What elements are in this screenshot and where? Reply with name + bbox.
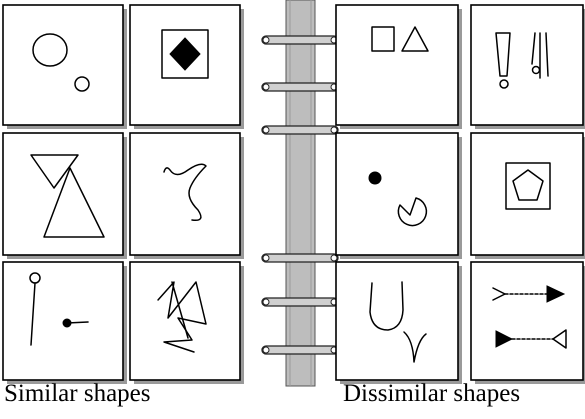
binder-spine — [286, 0, 315, 386]
panel-curvy-stroke — [130, 133, 244, 259]
panel-arrows — [471, 262, 585, 384]
panel-zigzag — [130, 262, 244, 384]
binder-ring — [262, 346, 338, 354]
binder-ring — [262, 36, 338, 44]
panel-two-triangles — [3, 133, 127, 259]
panel-dot-and-wedge-circle — [336, 133, 462, 259]
panel-exclamation-marks — [471, 5, 585, 129]
similar-shapes-group — [3, 5, 244, 384]
panel-line-circle-dot — [3, 262, 127, 384]
panel-diamond-in-square — [130, 5, 244, 129]
dissimilar-shapes-group — [336, 5, 585, 384]
short-line-shape — [67, 322, 88, 323]
caption-similar-shapes: Similar shapes — [4, 381, 151, 406]
binder-ring — [262, 83, 338, 91]
panel-square-triangle — [336, 5, 462, 129]
panel-u-and-v — [336, 262, 462, 384]
binder-ring — [262, 254, 338, 262]
panel-circles — [3, 5, 127, 129]
binder-ring — [262, 126, 338, 134]
binder-ring — [262, 298, 338, 306]
caption-dissimilar-shapes: Dissimilar shapes — [343, 381, 520, 406]
panel-pentagon-in-square — [471, 133, 585, 259]
filled-dot-shape — [369, 172, 381, 184]
